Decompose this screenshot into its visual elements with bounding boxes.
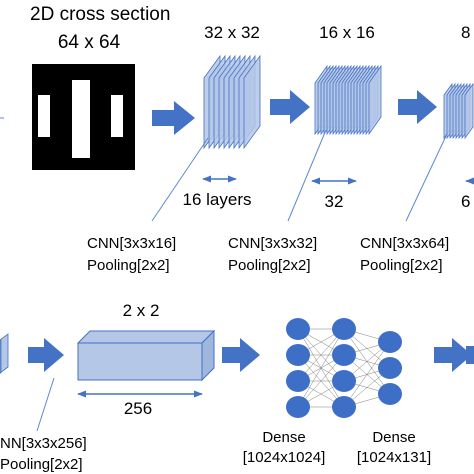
dense1-label-line2: [1024x1024] [243, 449, 326, 466]
dense2-label-line2: [1024x131] [357, 449, 431, 466]
stage1-layer-stack [203, 54, 261, 150]
stage1-size-label: 32 x 32 [204, 23, 260, 42]
dense-node [286, 344, 310, 366]
flow-arrow-3 [398, 90, 437, 124]
dense-edge [297, 354, 345, 408]
dense-node [332, 370, 356, 392]
stage1-depth-label: 16 layers [183, 190, 252, 209]
stage3-layer-stack [443, 82, 474, 140]
stage4-partial-box [0, 333, 9, 374]
dense-network-nodes [286, 318, 402, 418]
stage1-op-line1: CNN[3x3x16] [87, 235, 176, 252]
stage2-depth-label: 32 [325, 192, 344, 211]
dense1-label-line1: Dense [262, 429, 305, 446]
flow-arrow-6 [434, 338, 472, 372]
stage2-size-label: 16 x 16 [319, 23, 375, 42]
dense-edge [343, 341, 391, 408]
stage2-layer-stack [314, 64, 382, 136]
dense-node [378, 357, 402, 379]
stage2-op-pointer [287, 129, 327, 222]
output-partial-element [466, 346, 474, 364]
dense-node [286, 318, 310, 340]
input-title: 2D cross section [30, 4, 170, 25]
flow-arrow-5 [222, 338, 260, 372]
stage3-op-line1: CNN[3x3x64] [360, 235, 449, 252]
flow-arrow-4 [28, 338, 64, 372]
dense-node [286, 396, 310, 418]
input-cross-section-image [32, 64, 135, 170]
stage1-op-pointer [151, 137, 209, 222]
stage3-depth-label: 6 [461, 192, 470, 211]
stage2-op-line2: Pooling[2x2] [228, 257, 311, 274]
dense-node [332, 396, 356, 418]
dense-network [286, 318, 402, 418]
stage3-op-line2: Pooling[2x2] [360, 257, 443, 274]
stage5-depth-label: 256 [124, 399, 152, 418]
dense-network-edges [297, 328, 391, 408]
dense-edge [297, 328, 345, 408]
dense-node [286, 370, 310, 392]
stage5-op-pointer [36, 377, 55, 432]
stage2-op-line1: CNN[3x3x32] [228, 235, 317, 252]
stage3-op-pointer [405, 135, 447, 222]
stage5-op-line2: Pooling[2x2] [0, 456, 83, 473]
dense2-label-line1: Dense [372, 429, 415, 446]
stage3-size-label: 8 [461, 23, 470, 42]
stage5-size-label: 2 x 2 [123, 301, 160, 320]
input-size-label: 64 x 64 [58, 32, 121, 53]
stage5-op-line1: NN[3x3x256] [0, 435, 87, 452]
dense-node [378, 331, 402, 353]
stage1-op-line2: Pooling[2x2] [87, 257, 170, 274]
dense-node [332, 318, 356, 340]
dense-node [378, 383, 402, 405]
dense-node [332, 344, 356, 366]
flow-arrow-2 [270, 90, 310, 124]
stage5-flat-box [76, 329, 216, 382]
flow-arrow-1 [152, 101, 195, 135]
dense-edge [297, 328, 345, 382]
